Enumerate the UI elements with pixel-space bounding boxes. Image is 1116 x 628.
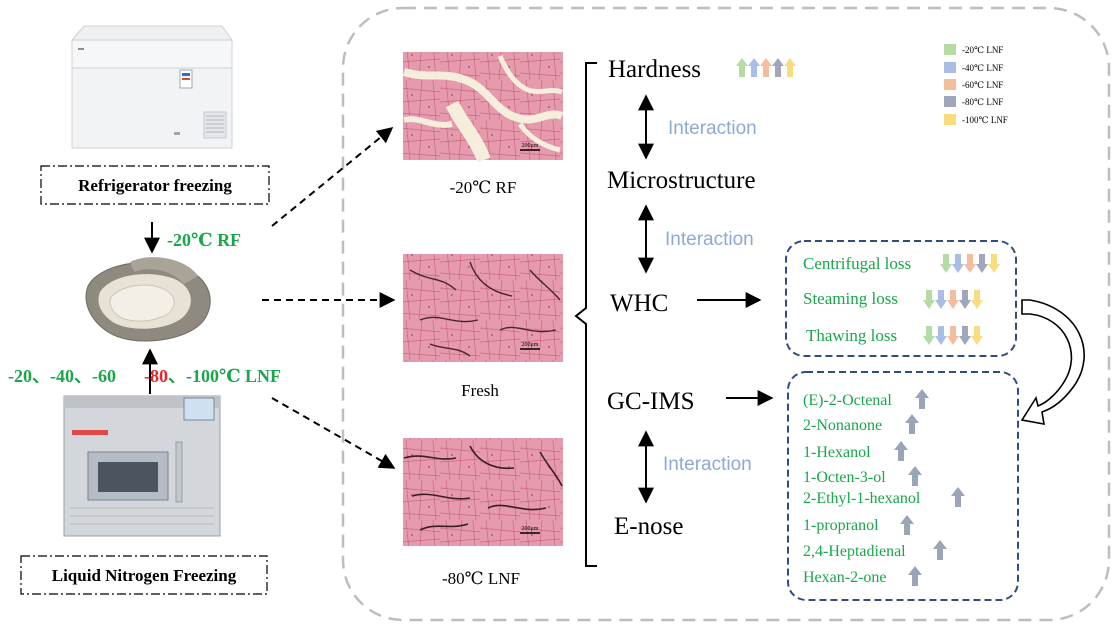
volatile-up-arrow-icon-4 xyxy=(908,466,922,486)
volatile-item-6: 1-propranol xyxy=(803,517,879,534)
volatile-item-4: 1-Octen-3-ol xyxy=(803,469,886,486)
arrow-to-lnf-micrograph xyxy=(271,397,396,469)
main-dashed-frame xyxy=(341,6,1111,622)
whc-item-steaming: Steaming loss xyxy=(803,289,898,308)
legend-label-3: -60℃ LNF xyxy=(962,80,1003,90)
whc-item-thawing: Thawing loss xyxy=(806,326,897,345)
refrigerator-label-box xyxy=(40,165,270,205)
micrograph-lnf: 200μm xyxy=(403,438,563,546)
arrow-to-rf-micrograph xyxy=(271,126,394,227)
volatile-item-3: 1-Hexanol xyxy=(803,444,871,461)
micrograph-lnf-label: -80℃ LNF xyxy=(442,569,520,588)
hardness-up-arrows xyxy=(736,58,796,77)
chest-freezer-image xyxy=(70,25,233,149)
micrograph-fresh: 200μm xyxy=(403,254,563,362)
lnf-label: Liquid Nitrogen Freezing xyxy=(52,566,237,585)
micrograph-rf: 200μm xyxy=(402,52,564,163)
hardness-label: Hardness xyxy=(608,56,701,83)
whc-label: WHC xyxy=(610,290,668,317)
interaction-label-1: Interaction xyxy=(668,118,757,139)
micrograph-rf-label: -20℃ RF xyxy=(450,178,517,197)
lnf-label-box xyxy=(20,555,268,595)
legend-label-2: -40℃ LNF xyxy=(962,63,1003,73)
micrograph-fresh-label: Fresh xyxy=(461,381,499,400)
volatile-item-5: 2-Ethyl-1-hexanol xyxy=(803,490,921,507)
legend-swatch-2 xyxy=(944,62,956,73)
micrograph-rf-scale: 200μm xyxy=(522,143,539,149)
micrograph-fresh-scale: 200μm xyxy=(522,342,539,348)
volatile-up-arrow-icon-6 xyxy=(900,515,914,535)
curved-hollow-arrow xyxy=(1020,299,1085,425)
lnf-temps: -20、-40、-60 -80、-100℃ LNF xyxy=(8,366,281,386)
legend-swatch-4 xyxy=(944,96,956,107)
volatile-up-arrow-icon-7 xyxy=(933,540,947,560)
lnf-temps-rest: 、-100℃ LNF xyxy=(168,366,281,386)
volatile-up-arrow-icon-1 xyxy=(915,389,929,409)
thawing-down-arrows xyxy=(923,326,983,345)
lnf-temps-green: -20、-40、-60 xyxy=(8,366,116,386)
legend-label-5: -100℃ LNF xyxy=(962,115,1008,125)
refrigerator-label: Refrigerator freezing xyxy=(78,176,232,195)
oyster-image xyxy=(85,257,211,342)
volatile-up-arrow-icon-3 xyxy=(894,441,908,461)
legend-swatch-5 xyxy=(944,114,956,125)
rf-temp-label: -20℃ RF xyxy=(167,230,241,250)
legend: -20℃ LNF -40℃ LNF -60℃ LNF -80℃ LNF -100… xyxy=(944,44,1008,125)
centrifugal-down-arrows xyxy=(940,254,1000,273)
gcims-label: GC-IMS xyxy=(607,388,695,415)
volatile-item-1: (E)-2-Octenal xyxy=(803,392,892,409)
microstructure-label: Microstructure xyxy=(607,167,756,194)
lnf-temps-red: -80 xyxy=(144,366,168,386)
legend-swatch-1 xyxy=(944,44,956,55)
enose-label: E-nose xyxy=(614,513,683,540)
lnf-freezer-image xyxy=(63,395,221,537)
volatile-item-7: 2,4-Heptadienal xyxy=(803,543,906,560)
legend-label-1: -20℃ LNF xyxy=(962,45,1003,55)
volatile-up-arrow-icon-2 xyxy=(905,414,919,434)
steaming-down-arrows xyxy=(923,290,983,309)
micrograph-lnf-scale: 200μm xyxy=(522,526,539,532)
legend-swatch-3 xyxy=(944,79,956,90)
legend-label-4: -80℃ LNF xyxy=(962,97,1003,107)
volatile-item-2: 2-Nonanone xyxy=(803,417,882,434)
whc-item-centrifugal: Centrifugal loss xyxy=(803,254,911,273)
volatiles-box xyxy=(787,371,1019,601)
grouping-bracket xyxy=(574,62,597,567)
interaction-label-3: Interaction xyxy=(663,454,752,475)
interaction-label-2: Interaction xyxy=(665,229,754,250)
volatile-up-arrow-icon-8 xyxy=(908,566,922,586)
volatile-item-8: Hexan-2-one xyxy=(803,569,887,586)
volatile-up-arrow-icon-5 xyxy=(951,487,965,507)
